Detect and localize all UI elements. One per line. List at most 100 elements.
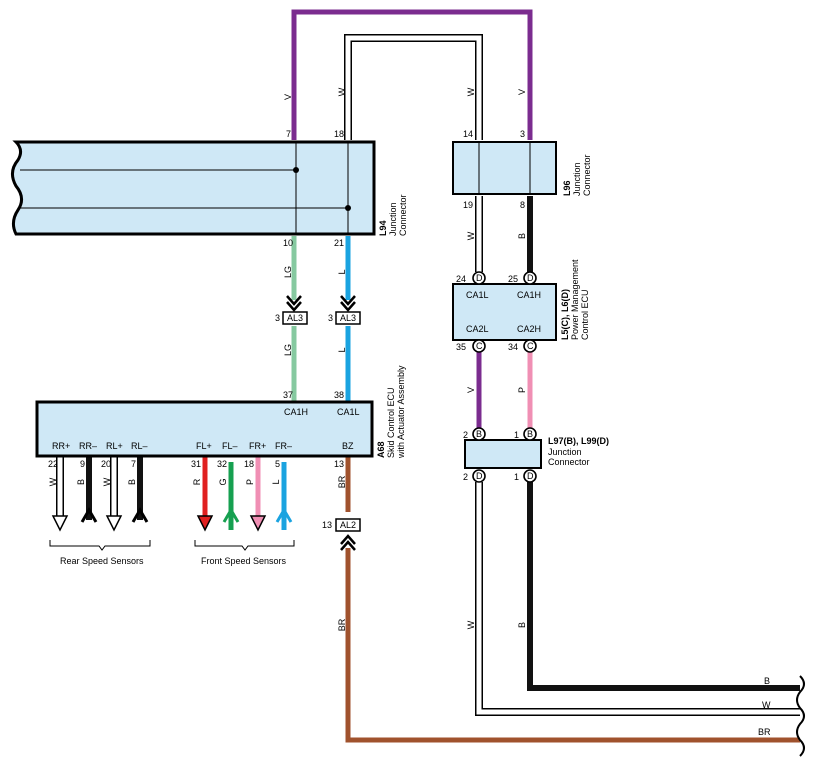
connector-desc: Connector [548,457,590,467]
sensor-braces [49,540,295,551]
pin-number: 2 [463,430,468,440]
pin-letter: D [476,471,483,481]
terminal-name: CA1H [517,290,541,300]
pin-number: 1 [514,472,519,482]
terminal-name: FL– [222,441,238,451]
wire-label: P [517,387,527,393]
pin-number: 35 [456,342,466,352]
connector-code: AL3 [340,313,356,323]
connector-code: L96 [562,180,572,196]
arrow-up-rlm [131,507,149,523]
terminal-name: RR+ [52,441,70,451]
arrow-down-frp [249,515,267,532]
pin-letter: C [527,341,534,351]
pin-circles [472,271,537,483]
pin-number: 34 [508,342,518,352]
connector-code: L5(C), L6(D) [560,289,570,340]
wire-label: W [466,231,476,240]
pin-number: 7 [131,459,136,469]
l96-connector [452,141,557,195]
wire-v-top-loop [291,9,533,140]
terminal-name: RL– [131,441,148,451]
pin-number: 14 [463,129,473,139]
arrow-down-rlp [105,515,123,532]
wire-label: BR [337,618,347,631]
pin-number: 13 [334,459,344,469]
wire-label: L [337,269,347,274]
pin-number: 18 [334,129,344,139]
arrow-down-flp [196,515,214,532]
connector-code: A68 [376,441,386,458]
pin-number: 1 [514,430,519,440]
pin-number: 3 [275,313,280,323]
pin-number: 19 [463,200,473,210]
pin-letter: C [476,341,483,351]
connector-code: AL2 [340,520,356,530]
wire-label: L [337,347,347,352]
wire-label: LG [283,344,293,356]
arrow-up-frm [275,507,293,523]
pin-number: 18 [244,459,254,469]
pin-number: 13 [322,520,332,530]
terminal-name: RR– [79,441,97,451]
connector-desc: Power Management [570,259,580,340]
wire-label: B [517,233,527,239]
pin-number: 2 [463,472,468,482]
connector-desc: Skid Control ECU [386,387,396,458]
connector-code: L97(B), L99(D) [548,436,609,446]
a68-ecu-box [35,400,374,458]
connector-desc: Junction [388,202,398,236]
wire-label: W [48,477,58,486]
pin-number: 7 [286,129,291,139]
terminal-name: CA2L [466,324,489,334]
connector-desc: Control ECU [580,289,590,340]
wire-label: V [466,387,476,393]
wire-label: W [102,477,112,486]
wire-label: B [517,622,527,628]
wire-label: P [245,479,255,485]
pin-letter: B [476,429,482,439]
terminal-name: RL+ [106,441,123,451]
pin-number: 10 [283,238,293,248]
terminal-name: CA1L [466,290,489,300]
arrow-up-flm [222,507,240,523]
pin-number: 31 [191,459,201,469]
al2-arrows [335,518,361,551]
pin-letter: D [527,471,534,481]
wire-label: V [283,94,293,100]
wire-label: B [764,676,770,686]
terminal-name: CA1H [284,407,308,417]
connector-desc: Connector [582,154,592,196]
al3-arrows [282,295,361,325]
wire-label: BR [758,727,771,737]
pin-number: 3 [520,129,525,139]
terminal-name: CA2H [517,324,541,334]
wire-label: W [466,87,476,96]
pin-number: 24 [456,274,466,284]
pin-number: 38 [334,390,344,400]
l97-connector [464,439,542,469]
terminal-name: FR+ [249,441,266,451]
arrow-up-rrm [80,507,98,523]
wire-label: W [762,700,771,710]
pin-number: 25 [508,274,518,284]
wire-label: W [337,87,347,96]
pin-number: 37 [283,390,293,400]
pin-number: 5 [275,459,280,469]
wire-label: L [271,479,281,484]
pin-number: 3 [328,313,333,323]
l94-connector [11,140,376,236]
pin-number: 8 [520,200,525,210]
group-label-rear: Rear Speed Sensors [60,556,144,566]
wire-label: G [218,478,228,485]
power-ecu-box [452,283,557,341]
terminal-name: FR– [275,441,292,451]
wire-w-long [475,482,800,716]
wire-break-marks [796,675,805,757]
pin-number: 22 [48,459,58,469]
wire-label: V [517,89,527,95]
pin-letter: D [476,273,483,283]
wire-label: BR [337,475,347,488]
pin-letter: D [527,273,534,283]
